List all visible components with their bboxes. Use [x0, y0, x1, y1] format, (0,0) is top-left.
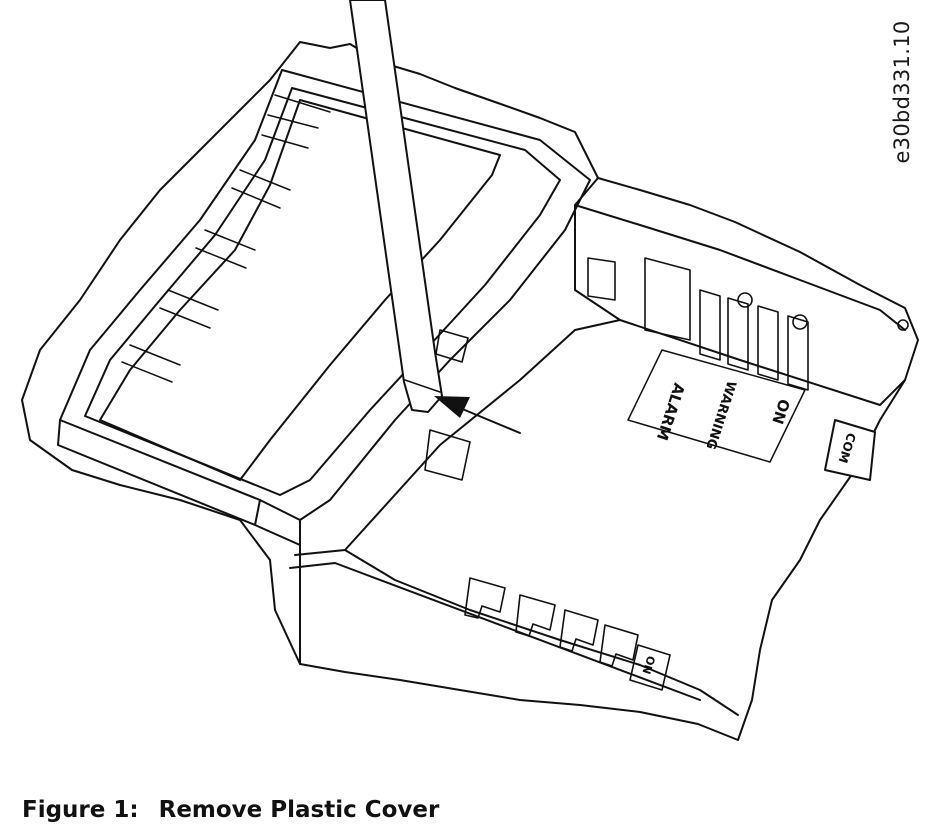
- housing-outline: [21, 41, 919, 741]
- led-label-plate: [627, 349, 806, 463]
- label-on-small: ON: [639, 654, 657, 676]
- vent-slots: [121, 94, 331, 383]
- screwdriver-tip-edge: [404, 379, 441, 393]
- cover-edge: [57, 419, 301, 546]
- device-illustration: ALARM WARNING ON COM ON: [21, 0, 919, 741]
- figure-number: Figure 1:: [22, 797, 139, 823]
- pointer-line: [459, 407, 521, 434]
- connector-block: [587, 257, 909, 391]
- compartment-front-edge: [289, 549, 701, 701]
- com-connector: [824, 419, 876, 481]
- figure-title: Remove Plastic Cover: [158, 797, 440, 823]
- compartment-floor: [299, 319, 739, 716]
- release-latch: [424, 329, 471, 481]
- pointer-arrow-head: [434, 396, 470, 418]
- drawing-id: e30bd331.10: [890, 20, 914, 164]
- cover-inner-frame: [84, 87, 561, 496]
- dip-switches: [464, 577, 671, 691]
- screwdriver: [349, 0, 443, 413]
- figure-caption: Figure 1: Remove Plastic Cover: [22, 797, 439, 823]
